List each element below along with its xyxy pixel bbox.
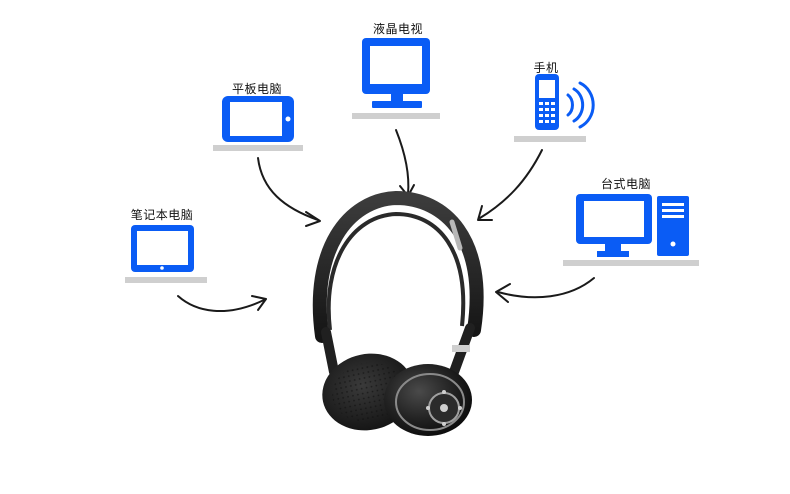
phone-shelf — [514, 136, 586, 142]
connection-arrows — [177, 129, 595, 312]
tv-icon — [362, 38, 430, 108]
arrow-from-tv — [395, 129, 415, 197]
arrow-from-phone — [477, 149, 543, 221]
tv-shelf — [352, 113, 440, 119]
tablet-icon — [222, 96, 294, 142]
mobile-phone-icon — [535, 74, 559, 130]
laptop-icon — [131, 225, 194, 272]
tablet-shelf — [213, 145, 303, 151]
wireless-signal-icon — [566, 81, 595, 129]
desktop-computer-icon — [576, 194, 689, 257]
phone-label: 手机 — [533, 61, 559, 75]
bluetooth-headphones-icon — [312, 190, 484, 436]
tv-label: 液晶电视 — [372, 22, 424, 36]
arrow-from-tablet — [257, 157, 321, 227]
desktop-label: 台式电脑 — [600, 177, 652, 191]
laptop-shelf — [125, 277, 207, 283]
desktop-shelf — [563, 260, 699, 266]
arrow-from-laptop — [177, 295, 267, 312]
arrow-from-desktop — [495, 277, 595, 303]
laptop-label: 笔记本电脑 — [130, 208, 194, 222]
tablet-label: 平板电脑 — [231, 82, 283, 96]
